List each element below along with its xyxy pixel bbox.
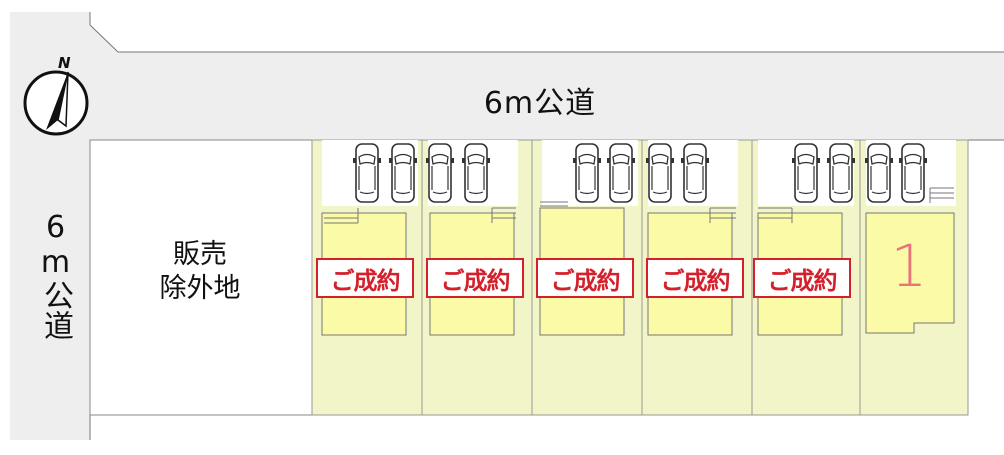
sold-badge: ご成約 [536,258,634,298]
excluded-area-label: 販売 除外地 [159,239,241,304]
top-road-label: 6m公道 [483,86,597,121]
sold-badge: ご成約 [646,258,744,298]
compass-icon [23,70,89,136]
sold-badge: ご成約 [426,258,524,298]
entrance-steps [324,187,954,224]
lot-number: 1 [890,232,928,300]
north-indicator: N [58,54,71,72]
building-6 [865,212,955,334]
left-road-label: 6m公道 [38,210,73,340]
sold-badge: ご成約 [316,258,414,298]
sold-badge: ご成約 [753,258,851,298]
left-road [10,12,1004,440]
